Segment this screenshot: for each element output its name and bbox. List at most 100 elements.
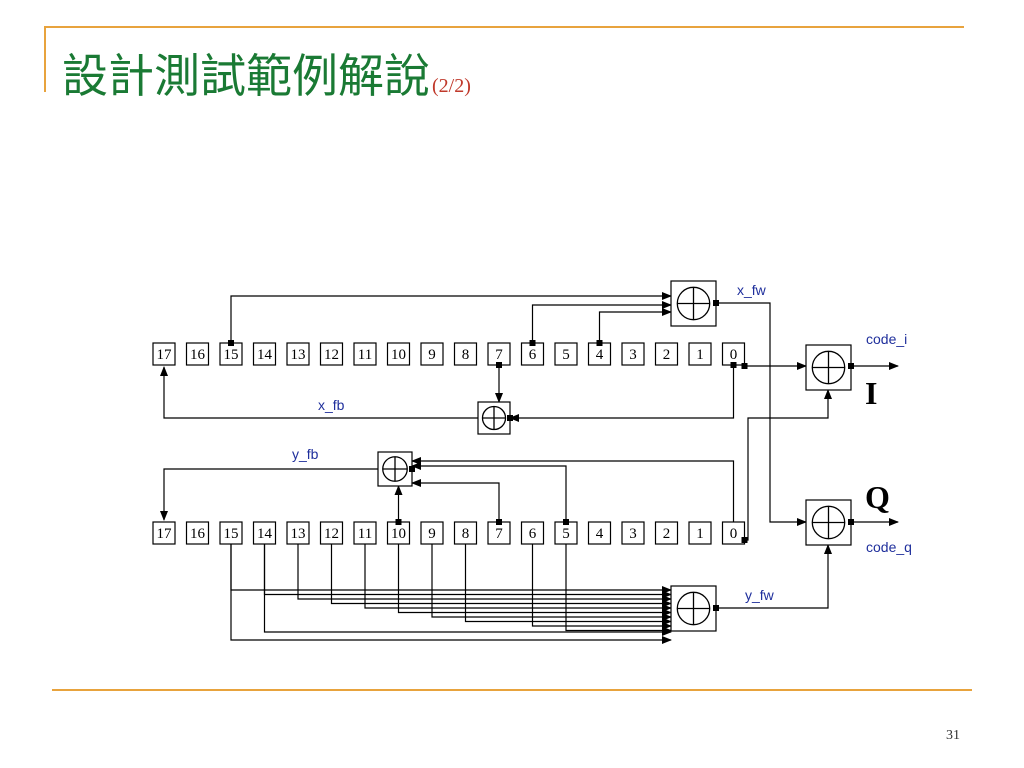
port-marker — [496, 362, 502, 368]
x-reg-cell-label: 11 — [358, 347, 372, 363]
y-reg-cell-label: 2 — [663, 526, 671, 542]
x-reg-cell-label: 2 — [663, 347, 671, 363]
slide-title: 設計測試範例解說(2/2) — [62, 40, 471, 106]
port-marker — [563, 519, 569, 525]
x-reg-cell-11: 11 — [353, 342, 377, 366]
y-reg-cell-14: 14 — [252, 521, 277, 545]
x-reg-cell-label: 5 — [562, 347, 570, 363]
x-reg-cell-label: 8 — [462, 347, 470, 363]
y-reg-cell-13: 13 — [286, 521, 310, 545]
xor-gate-code-q — [805, 499, 852, 546]
wire — [598, 308, 672, 343]
x-reg-cell-10: 10 — [386, 342, 411, 366]
label-y-fb: y_fb — [292, 446, 319, 462]
wire — [509, 365, 735, 422]
x-reg-cell-13: 13 — [286, 342, 310, 366]
wire — [397, 544, 672, 617]
y-reg-cell-label: 7 — [495, 526, 503, 542]
y-reg-cell-label: 15 — [224, 526, 239, 542]
y-reg-cell-label: 14 — [257, 526, 273, 542]
y-reg-cell-label: 10 — [391, 526, 406, 542]
y-reg-cell-label: 3 — [629, 526, 637, 542]
port-marker — [848, 363, 854, 369]
x-reg-cell-label: 9 — [428, 347, 436, 363]
xor-gate-y-fw — [670, 585, 717, 632]
wire — [160, 366, 478, 419]
x-reg-cell-label: 14 — [257, 347, 273, 363]
bottom-rule — [52, 689, 972, 691]
wire — [230, 544, 672, 644]
port-marker — [848, 519, 854, 525]
label-Q: Q — [865, 479, 890, 515]
wire — [330, 544, 672, 608]
y-reg-cell-5: 5 — [554, 521, 578, 545]
wire — [263, 544, 672, 599]
y-reg-cell-label: 5 — [562, 526, 570, 542]
x-reg-cell-7: 7 — [487, 342, 511, 366]
port-marker — [395, 519, 402, 525]
y-reg-cell-3: 3 — [621, 521, 645, 545]
left-accent-rule — [44, 26, 46, 92]
label-code-i: code_i — [866, 331, 907, 347]
wire — [464, 544, 672, 626]
x-reg-cell-label: 10 — [391, 347, 406, 363]
y-reg-cell-0: 0 — [721, 521, 746, 545]
x-reg-cell-16: 16 — [185, 342, 210, 366]
port-marker — [409, 466, 415, 472]
xor-gate-x-fb — [477, 401, 511, 435]
ports — [228, 300, 854, 611]
port-marker — [596, 340, 603, 346]
label-y-fw: y_fw — [745, 587, 775, 603]
wire — [431, 544, 672, 621]
x-reg-cell-label: 0 — [730, 347, 738, 363]
x-reg-cell-label: 17 — [157, 347, 173, 363]
label-code-q: code_q — [866, 539, 912, 555]
y-reg-cell-7: 7 — [487, 521, 511, 545]
wires — [160, 292, 899, 644]
wire — [411, 479, 500, 522]
y-reg-cell-label: 1 — [696, 526, 704, 542]
y-reg-cell-9: 9 — [420, 521, 444, 545]
x-reg-cell-15: 15 — [219, 342, 243, 366]
y-reg-cell-label: 13 — [291, 526, 306, 542]
x-reg-cell-label: 7 — [495, 347, 503, 363]
y-reg-cell-label: 11 — [358, 526, 372, 542]
y-reg-cell-12: 12 — [319, 521, 344, 545]
y-reg-cell-label: 6 — [529, 526, 537, 542]
wire — [263, 544, 672, 636]
x-reg-cell-label: 15 — [224, 347, 239, 363]
y-reg-cell-label: 8 — [462, 526, 470, 542]
wire — [411, 457, 735, 522]
x-reg-cell-2: 2 — [654, 342, 679, 366]
xor-gate-y-fb — [377, 451, 413, 487]
x-reg-cell-1: 1 — [688, 342, 712, 366]
label-x-fb: x_fb — [318, 397, 345, 413]
wire — [531, 544, 672, 630]
wire — [364, 544, 672, 612]
wire — [230, 292, 672, 343]
y-reg-cell-label: 9 — [428, 526, 436, 542]
x-reg-cell-label: 4 — [596, 347, 604, 363]
port-marker — [741, 363, 748, 369]
port-marker — [713, 605, 719, 611]
wire — [565, 544, 672, 635]
y-reg-cell-6: 6 — [520, 521, 545, 545]
xor-gates — [377, 280, 852, 632]
port-marker — [507, 415, 513, 421]
title-main: 設計測試範例解說 — [62, 49, 430, 103]
wire — [716, 544, 832, 609]
y-reg-cell-16: 16 — [185, 521, 210, 545]
x-reg-cell-17: 17 — [152, 342, 176, 366]
x-reg-cell-8: 8 — [453, 342, 478, 366]
y-reg-cell-15: 15 — [219, 521, 243, 545]
top-rule — [44, 26, 964, 28]
x-reg-cell-label: 12 — [324, 347, 339, 363]
port-marker — [713, 300, 719, 306]
wire — [531, 301, 672, 343]
page-number: 31 — [946, 728, 960, 743]
x-reg-cell-4: 4 — [587, 342, 612, 366]
port-marker — [529, 340, 536, 346]
xor-gate-x-fw — [670, 280, 717, 327]
